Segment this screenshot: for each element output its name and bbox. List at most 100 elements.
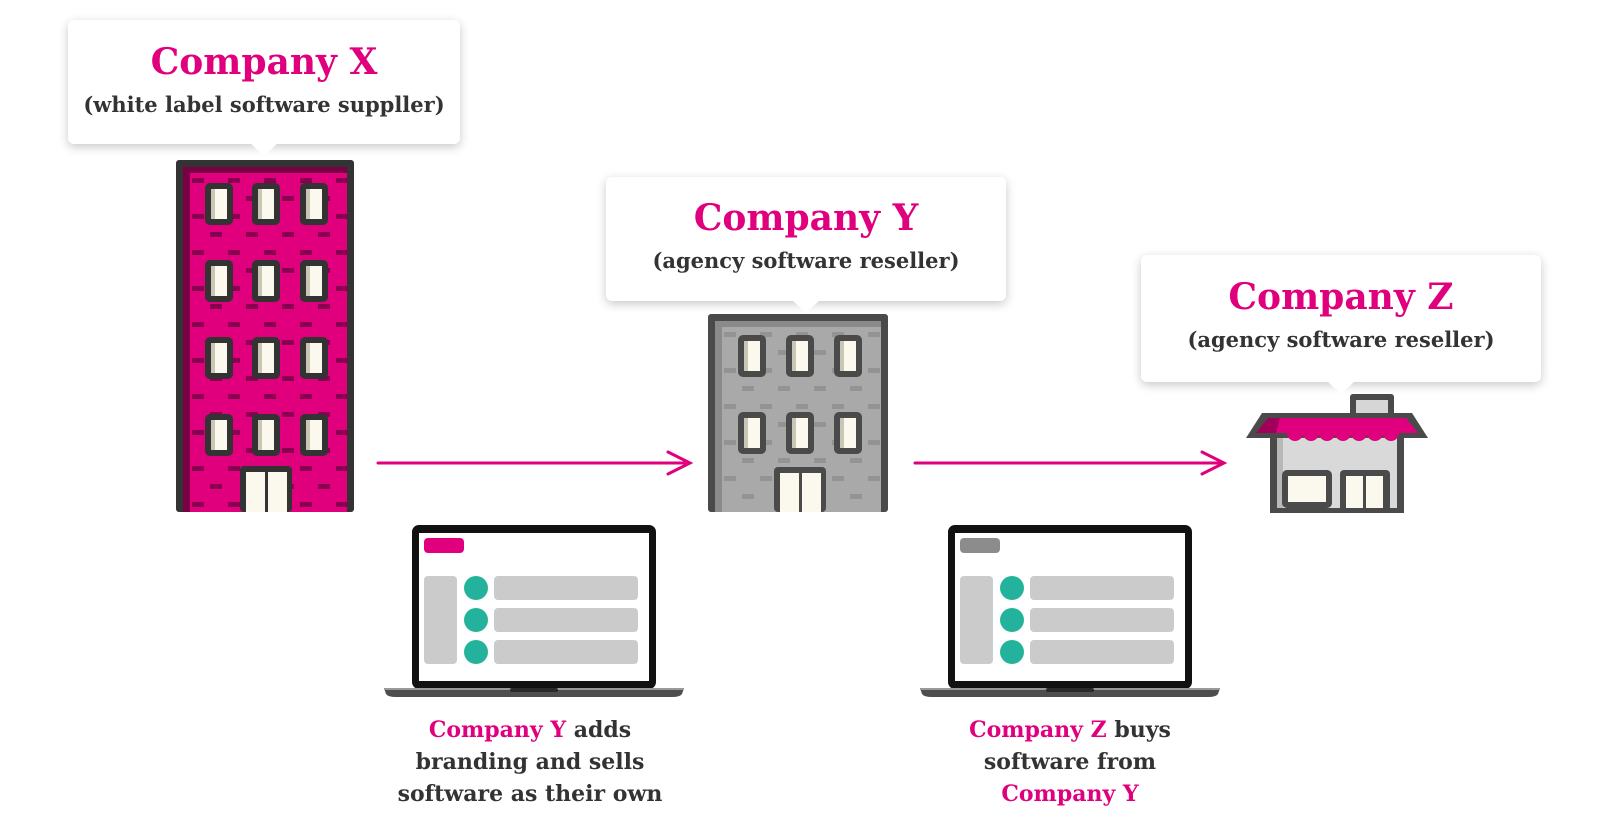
brick (814, 386, 826, 391)
arrow-right-icon (376, 450, 694, 476)
brick (282, 340, 294, 345)
brick (336, 286, 348, 291)
company-z-name: Company Z (1228, 276, 1454, 318)
brick (228, 394, 240, 399)
brick (778, 422, 790, 427)
brick (300, 502, 312, 507)
company-z-caption: Company Z buys software from Company Y (920, 714, 1220, 810)
brick (796, 404, 808, 409)
brick (336, 502, 348, 507)
brick (724, 440, 736, 445)
brick (210, 484, 222, 489)
brick (742, 494, 754, 499)
brick (336, 322, 348, 327)
brick (724, 404, 736, 409)
caption-highlight: Company Y (1001, 781, 1139, 807)
brick (246, 304, 258, 309)
brick (760, 404, 772, 409)
brick (264, 394, 276, 399)
brick (282, 304, 294, 309)
brick (868, 440, 880, 445)
caption-text: branding and sells (415, 749, 645, 775)
brick (228, 214, 240, 219)
brand-bar (960, 538, 1000, 553)
company-x-callout: Company X (white label software suppller… (68, 20, 460, 156)
brick (300, 250, 312, 255)
brick (246, 376, 258, 381)
brick (228, 322, 240, 327)
brick (192, 394, 204, 399)
brick (336, 214, 348, 219)
caption-text: software from (983, 749, 1157, 775)
brick (282, 268, 294, 273)
laptop-icon (384, 525, 684, 697)
caption-text: adds (566, 717, 632, 743)
caption-highlight: Company Y (428, 717, 567, 743)
brick (192, 250, 204, 255)
brick (850, 386, 862, 391)
brick (282, 376, 294, 381)
pink-office-building-icon (176, 160, 354, 512)
brick (300, 466, 312, 471)
company-x-role: (white label software suppller) (83, 92, 445, 117)
brick (228, 178, 240, 183)
brick (336, 250, 348, 255)
brick (318, 304, 330, 309)
brick (318, 484, 330, 489)
brick (246, 412, 258, 417)
brick (192, 430, 204, 435)
awning-scallop (1303, 433, 1319, 441)
brick (760, 476, 772, 481)
brick (868, 332, 880, 337)
brick (850, 494, 862, 499)
arrow-right-icon (913, 450, 1228, 476)
brick (192, 286, 204, 291)
brick (300, 322, 312, 327)
brick (760, 332, 772, 337)
brick (868, 476, 880, 481)
brick (192, 466, 204, 471)
brick (778, 350, 790, 355)
laptop-icon (920, 525, 1220, 697)
brick (336, 394, 348, 399)
storefront-shop-icon (1246, 394, 1428, 513)
brick (850, 458, 862, 463)
brick (336, 430, 348, 435)
company-z-callout: Company Z (agency software reseller) (1141, 255, 1541, 394)
brick (192, 358, 204, 363)
brick (778, 458, 790, 463)
awning-scallop (1367, 433, 1383, 441)
caption-text: buys (1106, 717, 1171, 743)
brick (282, 196, 294, 201)
brick (832, 476, 844, 481)
brick (246, 232, 258, 237)
awning-scallop (1319, 433, 1335, 441)
caption-text: software as their own (397, 781, 663, 807)
company-y-callout: Company Y (agency software reseller) (606, 177, 1006, 313)
brick (724, 476, 736, 481)
brick (192, 502, 204, 507)
company-y-name: Company Y (693, 197, 919, 239)
brick (778, 386, 790, 391)
brick (336, 178, 348, 183)
brick (228, 466, 240, 471)
awning-scallop (1383, 433, 1399, 441)
brick (210, 232, 222, 237)
brick (264, 322, 276, 327)
brick (282, 412, 294, 417)
brick (300, 394, 312, 399)
brick (228, 286, 240, 291)
brick (264, 178, 276, 183)
brick (832, 404, 844, 409)
brick (832, 332, 844, 337)
brick (318, 232, 330, 237)
brick (814, 422, 826, 427)
brick (192, 214, 204, 219)
brick (300, 178, 312, 183)
brick (282, 232, 294, 237)
brand-bar (424, 538, 464, 553)
brick (724, 332, 736, 337)
brick (336, 466, 348, 471)
company-y-role: (agency software reseller) (652, 248, 960, 273)
brick (868, 368, 880, 373)
